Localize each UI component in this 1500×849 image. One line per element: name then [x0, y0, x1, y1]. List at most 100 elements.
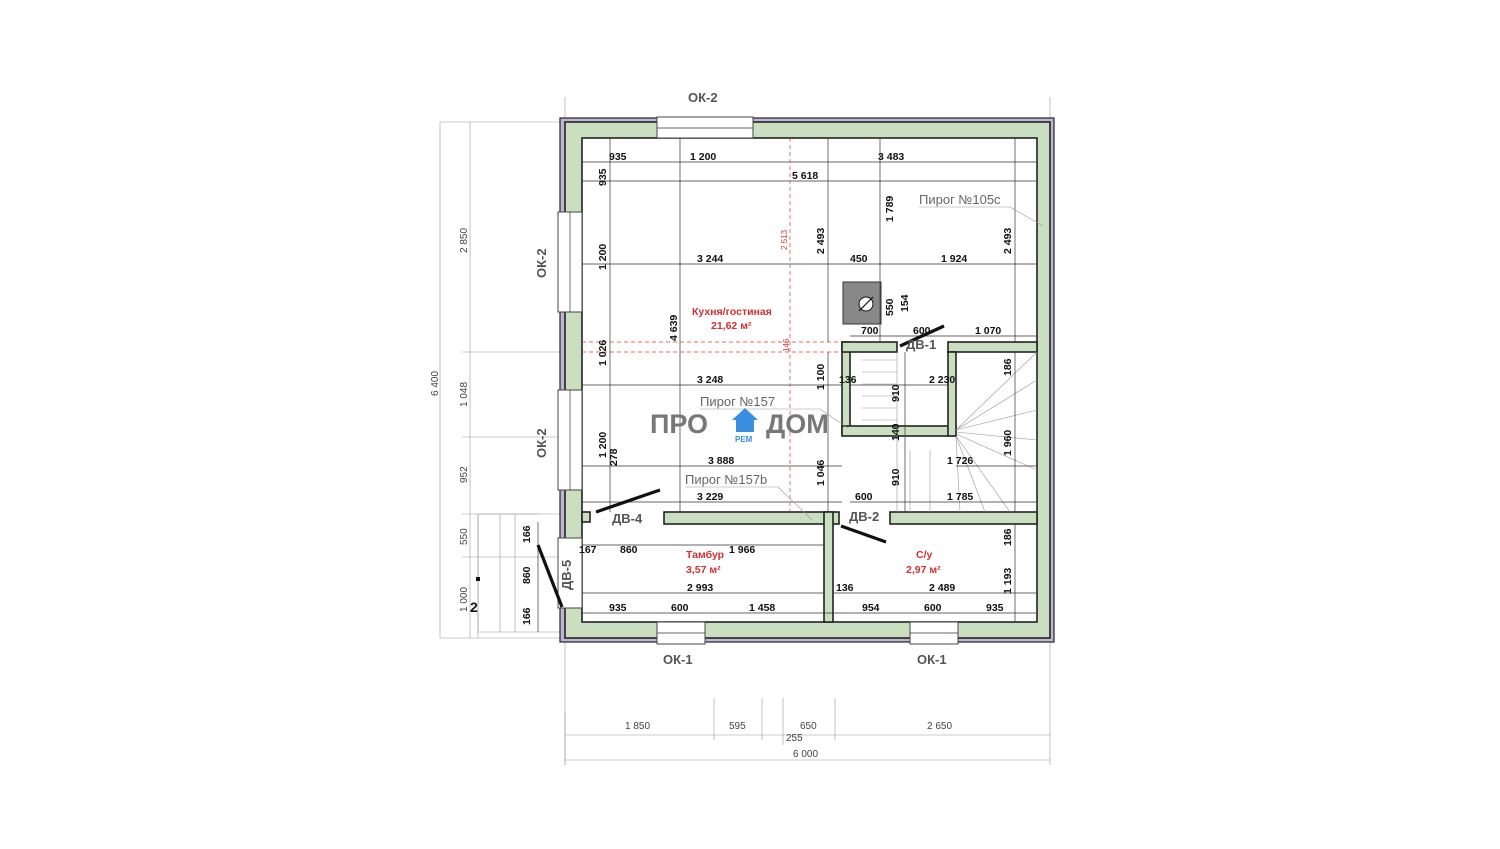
room-name-kitchen: Кухня/гостиная [692, 306, 772, 318]
dim-v-2493-b: 2 493 [1002, 228, 1014, 254]
dim-136-a: 136 [839, 374, 857, 386]
bot-dim-2650: 2 650 [927, 721, 952, 732]
dimension-texts: 935 1 200 3 483 5 618 3 244 450 1 924 70… [430, 151, 1014, 760]
window-label-ok1-left: ОК-1 [663, 652, 693, 667]
dim-v-278: 278 [608, 448, 620, 466]
dim-v-1200-b: 1 200 [597, 432, 609, 458]
dim-v-1193: 1 193 [1002, 568, 1014, 594]
dim-v-2513: 2 513 [780, 229, 789, 250]
dim-v-140: 140 [890, 423, 902, 441]
dim-2993: 2 993 [687, 582, 713, 594]
inner-walls [581, 341, 1038, 623]
dim-v-146: 146 [782, 338, 791, 352]
dim-v-1026: 1 026 [597, 340, 609, 366]
bot-dim-650: 650 [800, 721, 817, 732]
logo-watermark: ПРО РЕМ ДОМ [650, 408, 829, 444]
dim-v-910-b: 910 [890, 468, 902, 486]
dim-v-550: 550 [884, 298, 896, 316]
dim-v-860: 860 [521, 566, 533, 584]
bot-dim-255: 255 [786, 733, 803, 744]
dim-1966: 1 966 [729, 544, 755, 556]
outer-walls [559, 117, 1055, 643]
dim-3888: 3 888 [708, 455, 734, 467]
room-name-bathroom: С/у [916, 549, 933, 561]
dim-954: 954 [862, 602, 880, 614]
dim-v-2493-a: 2 493 [815, 228, 827, 254]
dim-1785: 1 785 [947, 491, 973, 503]
dim-v-1960: 1 960 [1002, 430, 1014, 456]
dim-1070: 1 070 [975, 325, 1001, 337]
dim-top-3483: 3 483 [878, 151, 904, 163]
dim-v-186-b: 186 [1002, 528, 1014, 546]
ext-dim-1048: 1 048 [459, 382, 470, 407]
dim-v-166-a: 166 [521, 525, 533, 543]
dim-2489: 2 489 [929, 582, 955, 594]
window-label-ok2-left-upper: ОК-2 [534, 248, 549, 278]
dim-v-4639: 4 639 [668, 315, 680, 341]
dim-v-154: 154 [899, 294, 911, 312]
ext-dim-952: 952 [459, 466, 470, 483]
dim-v-1789: 1 789 [884, 196, 896, 222]
door-label-dv4: ДВ-4 [612, 511, 643, 526]
dim-167: 167 [579, 544, 597, 556]
porch [477, 514, 560, 633]
window-label-ok2-top: ОК-2 [688, 90, 718, 105]
dim-3229: 3 229 [697, 491, 723, 503]
dim-700: 700 [861, 325, 879, 337]
dim-v-1046: 1 046 [815, 460, 827, 486]
dim-row-450: 450 [850, 253, 868, 265]
dim-top-1200: 1 200 [690, 151, 716, 163]
dim-v-1100: 1 100 [815, 364, 827, 390]
dim-1726: 1 726 [947, 455, 973, 467]
logo-text-right: ДОМ [766, 409, 829, 439]
room-area-kitchen: 21,62 м² [711, 320, 752, 332]
windows [557, 116, 959, 645]
dim-v-910-a: 910 [890, 384, 902, 402]
wall-type-p105c: Пирог №105с [919, 192, 1001, 207]
dim-2230: 2 230 [929, 374, 955, 386]
wall-type-p157: Пирог №157 [700, 394, 775, 409]
ext-dim-550: 550 [459, 528, 470, 545]
dim-935-b: 935 [986, 602, 1004, 614]
window-label-ok2-left-lower: ОК-2 [534, 428, 549, 458]
ext-dim-1000: 1 000 [459, 587, 470, 612]
dim-v-166-b: 166 [521, 607, 533, 625]
door-label-dv2: ДВ-2 [849, 509, 879, 524]
doors [536, 324, 945, 608]
dim-860: 860 [620, 544, 638, 556]
staircase [862, 351, 1038, 513]
dim-136-b: 136 [836, 582, 854, 594]
logo-text-sub: РЕМ [735, 435, 753, 444]
door-label-dv1: ДВ-1 [906, 337, 936, 352]
bot-dim-595: 595 [729, 721, 746, 732]
chimney [842, 281, 882, 325]
dim-600-b: 600 [855, 491, 873, 503]
dim-top-935: 935 [609, 151, 627, 163]
logo-text-left: ПРО [650, 409, 708, 439]
window-label-ok1-right: ОК-1 [917, 652, 947, 667]
dim-1458: 1 458 [749, 602, 775, 614]
dim-v-935: 935 [597, 168, 609, 186]
dim-v-1200-a: 1 200 [597, 244, 609, 270]
dim-600-c: 600 [671, 602, 689, 614]
room-name-vestibule: Тамбур [686, 549, 724, 561]
door-label-dv5: ДВ-5 [559, 560, 574, 590]
dim-row-5618: 5 618 [792, 170, 818, 182]
dim-row-1924: 1 924 [941, 253, 967, 265]
room-area-bathroom: 2,97 м² [906, 564, 941, 576]
bot-dim-6000: 6 000 [793, 749, 818, 760]
dim-935-a: 935 [609, 602, 627, 614]
room-area-vestibule: 3,57 м² [686, 564, 721, 576]
bot-dim-1850: 1 850 [625, 721, 650, 732]
axis-label: 2 [470, 599, 478, 615]
ext-dim-6400: 6 400 [430, 371, 441, 396]
ext-dim-2850: 2 850 [459, 228, 470, 253]
wall-type-p157b: Пирог №157b [685, 472, 767, 487]
dim-600-d: 600 [924, 602, 942, 614]
internal-dimension-lines [537, 138, 1037, 632]
dim-600-a: 600 [913, 325, 931, 337]
dim-row-3244: 3 244 [697, 253, 723, 265]
dim-3248: 3 248 [697, 374, 723, 386]
dim-v-186-a: 186 [1002, 358, 1014, 376]
